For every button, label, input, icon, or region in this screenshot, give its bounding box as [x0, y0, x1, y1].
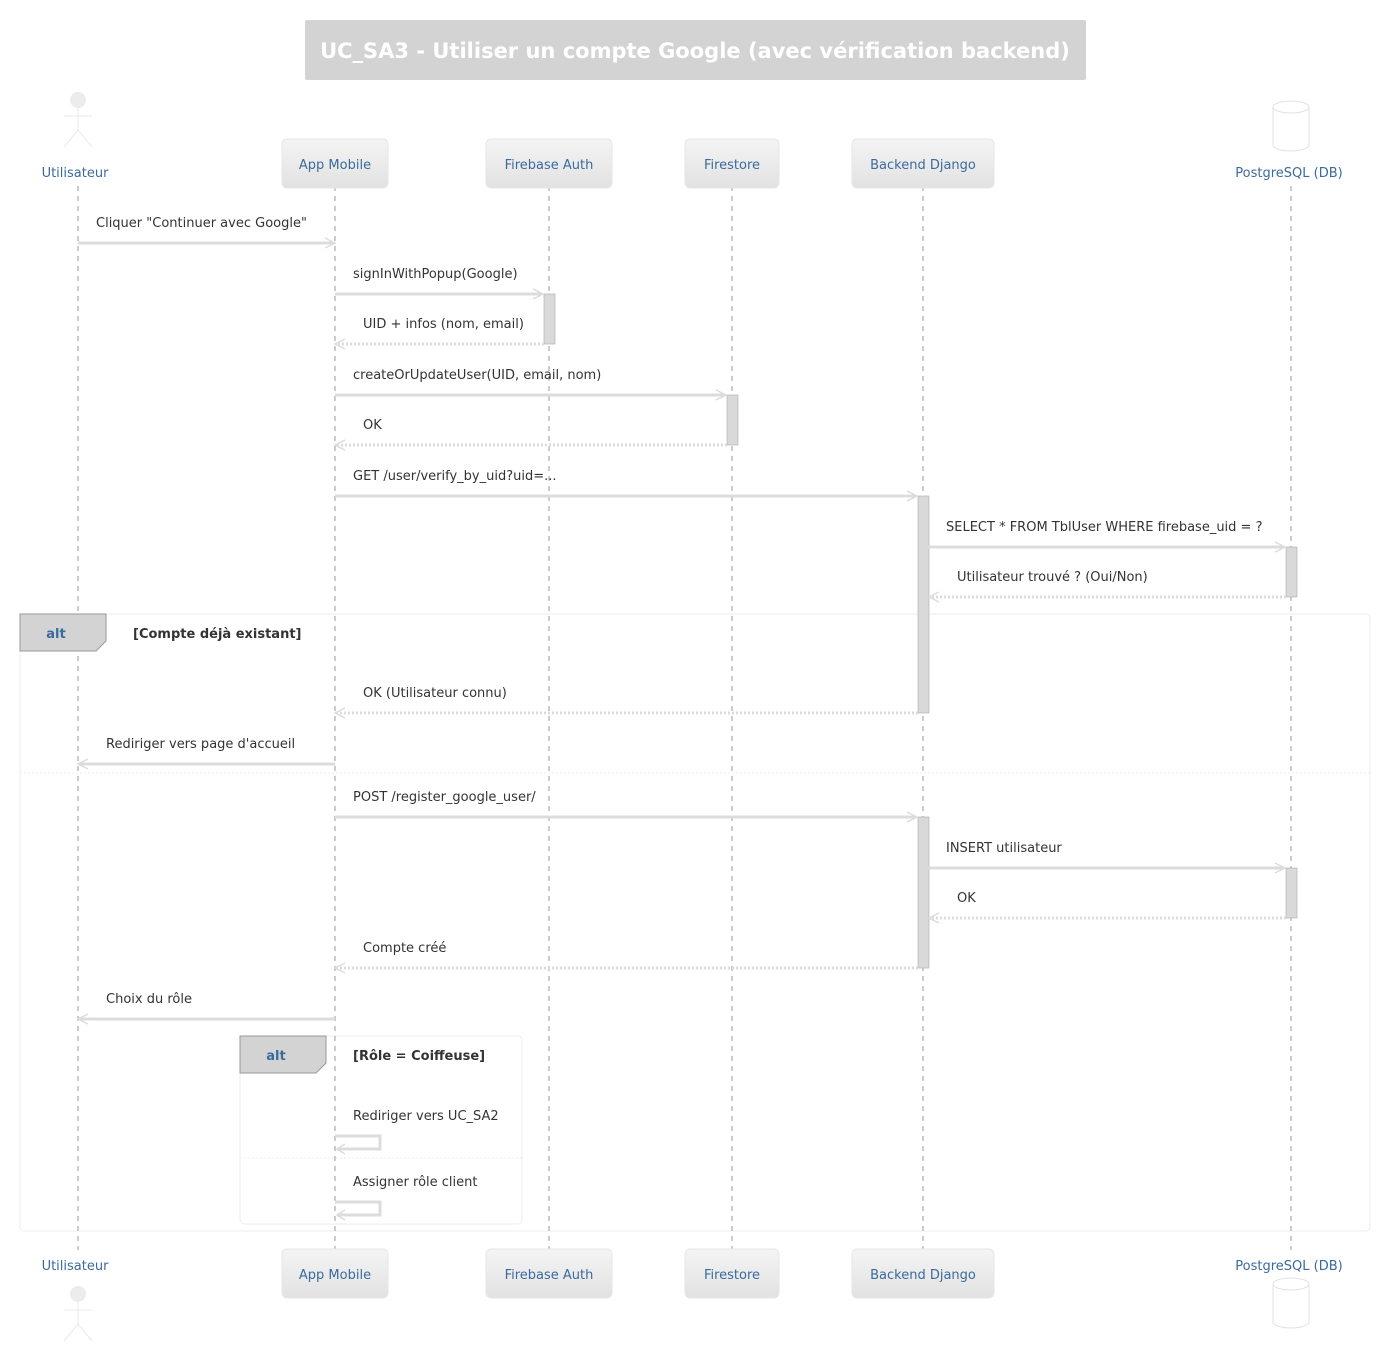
- participant-box: [485, 138, 613, 189]
- activation-bar: [917, 495, 930, 714]
- participant-name: Utilisateur: [42, 1259, 110, 1274]
- participant-name: Backend Django: [870, 158, 976, 173]
- participant-name: App Mobile: [299, 158, 371, 173]
- arrow-head: [335, 1209, 346, 1221]
- arrow-head: [76, 1013, 89, 1025]
- message-label: Rediriger vers UC_SA2: [353, 1109, 499, 1124]
- arrow-head: [532, 288, 545, 300]
- alt-tab: [19, 613, 107, 652]
- alt-guard: [Compte déjà existant]: [133, 627, 302, 642]
- alt-label: alt: [46, 627, 65, 642]
- message-label: POST /register_google_user/: [353, 790, 536, 805]
- arrow-head: [715, 389, 728, 401]
- actor-icon: [63, 108, 93, 148]
- message-label: OK: [363, 418, 382, 433]
- participant-name: Firestore: [704, 1268, 760, 1283]
- arrow-head: [906, 490, 919, 502]
- message-label: Assigner rôle client: [353, 1175, 477, 1190]
- participant-box: [684, 138, 780, 189]
- message-label: GET /user/verify_by_uid?uid=...: [353, 469, 557, 484]
- arrow-head: [333, 338, 346, 350]
- participant-name: Firestore: [704, 158, 760, 173]
- actor-icon: [63, 1302, 93, 1342]
- message-label: createOrUpdateUser(UID, email, nom): [353, 368, 601, 383]
- participant-name: Backend Django: [870, 1268, 976, 1283]
- participant-name: Firebase Auth: [505, 158, 594, 173]
- message-label: Rediriger vers page d'accueil: [106, 737, 295, 752]
- participant-name: PostgreSQL (DB): [1235, 1259, 1342, 1274]
- arrow-head: [927, 591, 940, 603]
- message-label: signInWithPopup(Google): [353, 267, 518, 282]
- arrow-head: [335, 1143, 346, 1155]
- message-label: Choix du rôle: [106, 992, 192, 1007]
- self-message-arrow: [335, 1134, 382, 1151]
- message-label: Compte créé: [363, 941, 446, 956]
- participant-box: [851, 1248, 995, 1299]
- activation-bar: [543, 293, 556, 345]
- arrow-head: [927, 912, 940, 924]
- participant-name: Utilisateur: [42, 166, 110, 181]
- diagram-title: UC_SA3 - Utiliser un compte Google (avec…: [320, 39, 1070, 63]
- participant-box: [485, 1248, 613, 1299]
- message-label: Utilisateur trouvé ? (Oui/Non): [957, 570, 1148, 585]
- title-box: [305, 20, 1086, 80]
- activation-bar: [1285, 867, 1298, 919]
- participant-box: [281, 138, 389, 189]
- database-icon: [1272, 100, 1310, 152]
- message-label: UID + infos (nom, email): [363, 317, 524, 332]
- activation-bar: [1285, 546, 1298, 598]
- self-message-arrow: [335, 1200, 382, 1217]
- actor-icon: [70, 1286, 86, 1302]
- participant-box: [851, 138, 995, 189]
- arrow-head: [1274, 541, 1287, 553]
- arrow-head: [76, 758, 89, 770]
- participant-box: [281, 1248, 389, 1299]
- activation-bar: [726, 394, 739, 446]
- arrow-head: [1274, 862, 1287, 874]
- alt-tab: [239, 1035, 327, 1074]
- participant-name: PostgreSQL (DB): [1235, 166, 1342, 181]
- actor-icon: [70, 92, 86, 108]
- alt-fragment-inner: [239, 1035, 523, 1225]
- participant-box: [684, 1248, 780, 1299]
- alt-label: alt: [266, 1049, 285, 1064]
- activation-bar: [917, 816, 930, 969]
- message-label: SELECT * FROM TblUser WHERE firebase_uid…: [946, 520, 1262, 535]
- message-label: Cliquer "Continuer avec Google": [96, 216, 307, 231]
- participant-name: App Mobile: [299, 1268, 371, 1283]
- message-label: OK: [957, 891, 976, 906]
- arrow-head: [333, 962, 346, 974]
- message-label: INSERT utilisateur: [946, 841, 1062, 856]
- arrow-head: [333, 439, 346, 451]
- arrow-head: [333, 707, 346, 719]
- participant-name: Firebase Auth: [505, 1268, 594, 1283]
- alt-guard: [Rôle = Coiffeuse]: [353, 1049, 485, 1064]
- database-icon: [1272, 1277, 1310, 1329]
- message-label: OK (Utilisateur connu): [363, 686, 507, 701]
- alt-fragment-outer: [19, 613, 1371, 1232]
- arrow-head: [906, 811, 919, 823]
- arrow-head: [324, 237, 337, 249]
